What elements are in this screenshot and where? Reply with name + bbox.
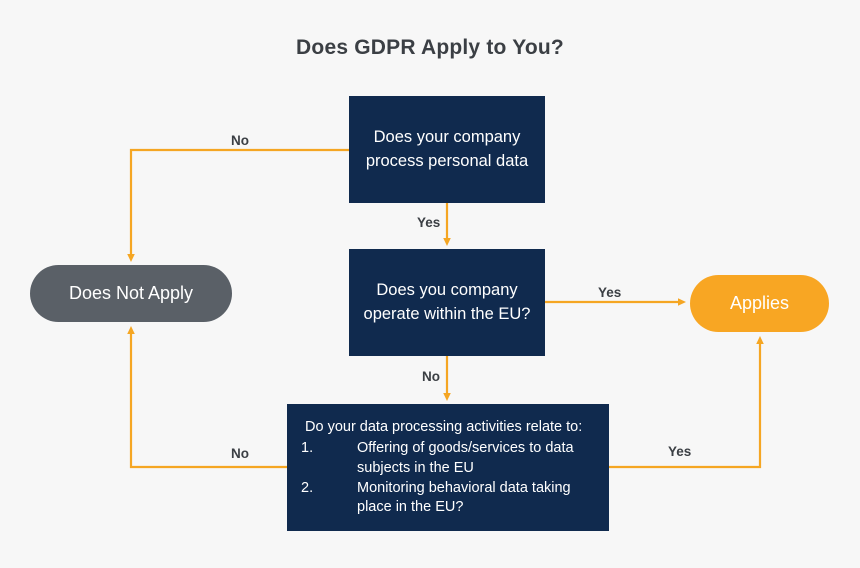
edge-activities-to-applies — [609, 336, 764, 469]
list-item: 2. Monitoring behavioral data taking pla… — [301, 479, 597, 518]
page-title: Does GDPR Apply to You? — [296, 36, 564, 59]
node-applies-label: Applies — [729, 293, 790, 313]
edge-process-to-not-apply — [127, 148, 349, 262]
node-activities-list: 1. Offering of goods/services to data su… — [301, 439, 597, 517]
node-activities-lead: Do your data processing activities relat… — [305, 419, 583, 435]
node-process-personal-data[interactable]: Does your company process personal data — [349, 96, 545, 203]
edge-label-no-eu-to-activities: No — [422, 369, 440, 384]
edge-label-yes-activities-to-applies: Yes — [668, 444, 692, 459]
list-item-text: Offering of goods/services to data subje… — [357, 440, 574, 476]
list-item-text: Monitoring behavioral data taking place … — [357, 479, 571, 516]
node-does-not-apply[interactable]: Does Not Apply — [30, 265, 232, 322]
node-process-label: Does your company process personal data — [365, 128, 529, 170]
edge-label-no-process-to-not-apply: No — [231, 133, 249, 148]
node-applies[interactable]: Applies — [690, 275, 829, 332]
list-item-number: 2. — [301, 479, 314, 496]
list-item: 1. Offering of goods/services to data su… — [301, 439, 597, 478]
node-processing-activities[interactable]: Do your data processing activities relat… — [287, 404, 609, 531]
node-does-not-apply-label: Does Not Apply — [68, 283, 194, 303]
edge-label-yes-eu-to-applies: Yes — [598, 285, 622, 300]
edge-label-yes-process-to-eu: Yes — [417, 215, 441, 230]
node-eu-label: Does you company operate within the EU? — [363, 281, 531, 323]
edge-label-no-activities-to-not-apply: No — [231, 446, 249, 461]
node-operate-within-eu[interactable]: Does you company operate within the EU? — [349, 249, 545, 356]
list-item-number: 1. — [301, 440, 314, 457]
edge-activities-to-not-apply — [127, 326, 287, 469]
